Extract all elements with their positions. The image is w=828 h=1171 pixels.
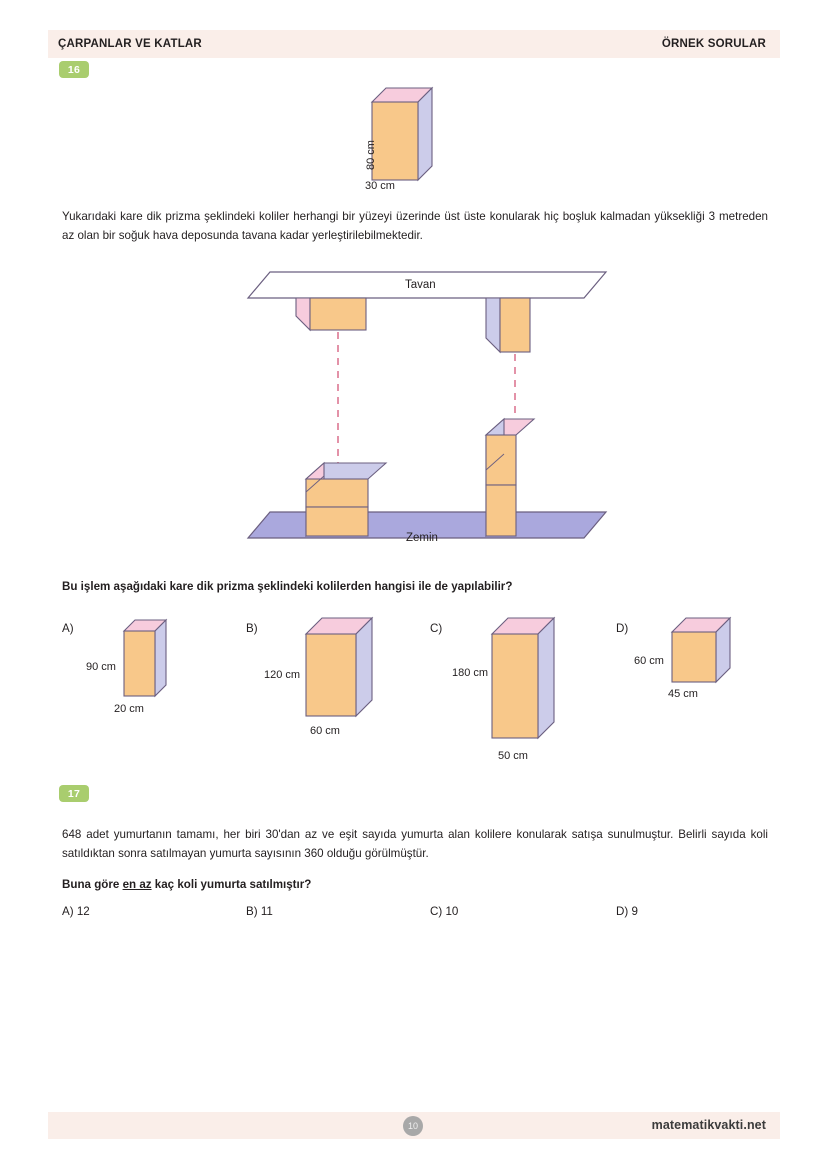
- floor-label: Zemin: [406, 532, 438, 544]
- prism-side-face: [355, 616, 373, 718]
- right-hanging-box-front: [499, 297, 531, 353]
- option-d-width-label: 45 cm: [668, 688, 698, 700]
- header-chapter-title: ÇARPANLAR VE KATLAR: [58, 38, 202, 50]
- option-d-height-label: 60 cm: [634, 655, 664, 667]
- reference-prism-svg: [370, 86, 434, 182]
- site-brand-label: matematikvakti.net: [651, 1118, 766, 1132]
- option-a-letter: A): [62, 622, 74, 635]
- header-section-title: ÖRNEK SORULAR: [661, 38, 766, 50]
- question17-prompt-pre: Buna göre: [62, 878, 123, 891]
- reference-prism-height-label: 80 cm: [365, 140, 377, 170]
- question17-option-a[interactable]: A) 12: [62, 905, 90, 918]
- question17-prompt-post: kaç koli yumurta satılmıştır?: [151, 878, 312, 891]
- option-c-prism[interactable]: [490, 616, 564, 746]
- question17-prompt: Buna göre en az kaç koli yumurta satılmı…: [62, 875, 768, 894]
- page-header: ÇARPANLAR VE KATLAR ÖRNEK SORULAR: [48, 30, 780, 58]
- option-b-height-label: 120 cm: [264, 669, 301, 681]
- prism-front-face: [305, 633, 357, 717]
- prism-side-face: [537, 616, 555, 740]
- question17-option-c[interactable]: C) 10: [430, 905, 459, 918]
- question16-prompt: Bu işlem aşağıdaki kare dik prizma şekli…: [62, 580, 513, 593]
- right-hanging-box-side: [485, 297, 501, 354]
- right-stack-front-lower: [485, 484, 517, 537]
- reference-prism-width-label: 30 cm: [365, 180, 395, 192]
- question-number-badge-17: 17: [59, 785, 89, 802]
- question16-body-text: Yukarıdaki kare dik prizma şeklindeki ko…: [62, 210, 768, 242]
- option-b-prism-svg: [304, 616, 374, 718]
- scene-svg: [246, 271, 608, 539]
- left-hanging-box-front: [309, 297, 367, 331]
- option-d-prism[interactable]: [670, 616, 734, 690]
- reference-prism-figure: [370, 86, 442, 188]
- question-number-badge-16: 16: [59, 61, 89, 78]
- left-stack-front-lower: [305, 506, 369, 537]
- prism-side-face: [417, 86, 433, 182]
- cold-storage-scene: Tavan Zemin: [246, 270, 608, 558]
- option-c-letter: C): [430, 622, 443, 635]
- option-a-prism[interactable]: [122, 618, 180, 706]
- option-b-letter: B): [246, 622, 258, 635]
- question17-option-b[interactable]: B) 11: [246, 905, 273, 918]
- prism-side-face: [154, 618, 167, 698]
- option-c-height-label: 180 cm: [452, 667, 489, 679]
- right-stack-side-divider: [485, 453, 505, 471]
- option-c-prism-svg: [490, 616, 556, 740]
- option-d-prism-svg: [670, 616, 732, 684]
- question17-prompt-emphasis: en az: [122, 878, 152, 891]
- ceiling-label: Tavan: [405, 279, 436, 291]
- prism-front-face: [123, 630, 156, 697]
- option-a-prism-svg: [122, 618, 168, 698]
- option-b-width-label: 60 cm: [310, 725, 340, 737]
- option-a-width-label: 20 cm: [114, 703, 144, 715]
- prism-front-face: [671, 631, 717, 683]
- option-c-width-label: 50 cm: [498, 750, 528, 762]
- page-number-badge: 10: [403, 1116, 423, 1136]
- prism-front-face: [371, 101, 419, 181]
- ceiling-plane: [246, 271, 608, 299]
- prism-front-face: [491, 633, 539, 739]
- left-hanging-box-side: [295, 297, 311, 332]
- left-stack-front-upper: [305, 478, 369, 508]
- question17-body-text: 648 adet yumurtanın tamamı, her biri 30'…: [62, 828, 768, 860]
- option-a-height-label: 90 cm: [86, 661, 116, 673]
- left-stack-side-divider: [305, 475, 325, 493]
- question17-option-d[interactable]: D) 9: [616, 905, 638, 918]
- right-stack-front-upper: [485, 434, 517, 486]
- option-b-prism[interactable]: [304, 616, 384, 728]
- option-d-letter: D): [616, 622, 629, 635]
